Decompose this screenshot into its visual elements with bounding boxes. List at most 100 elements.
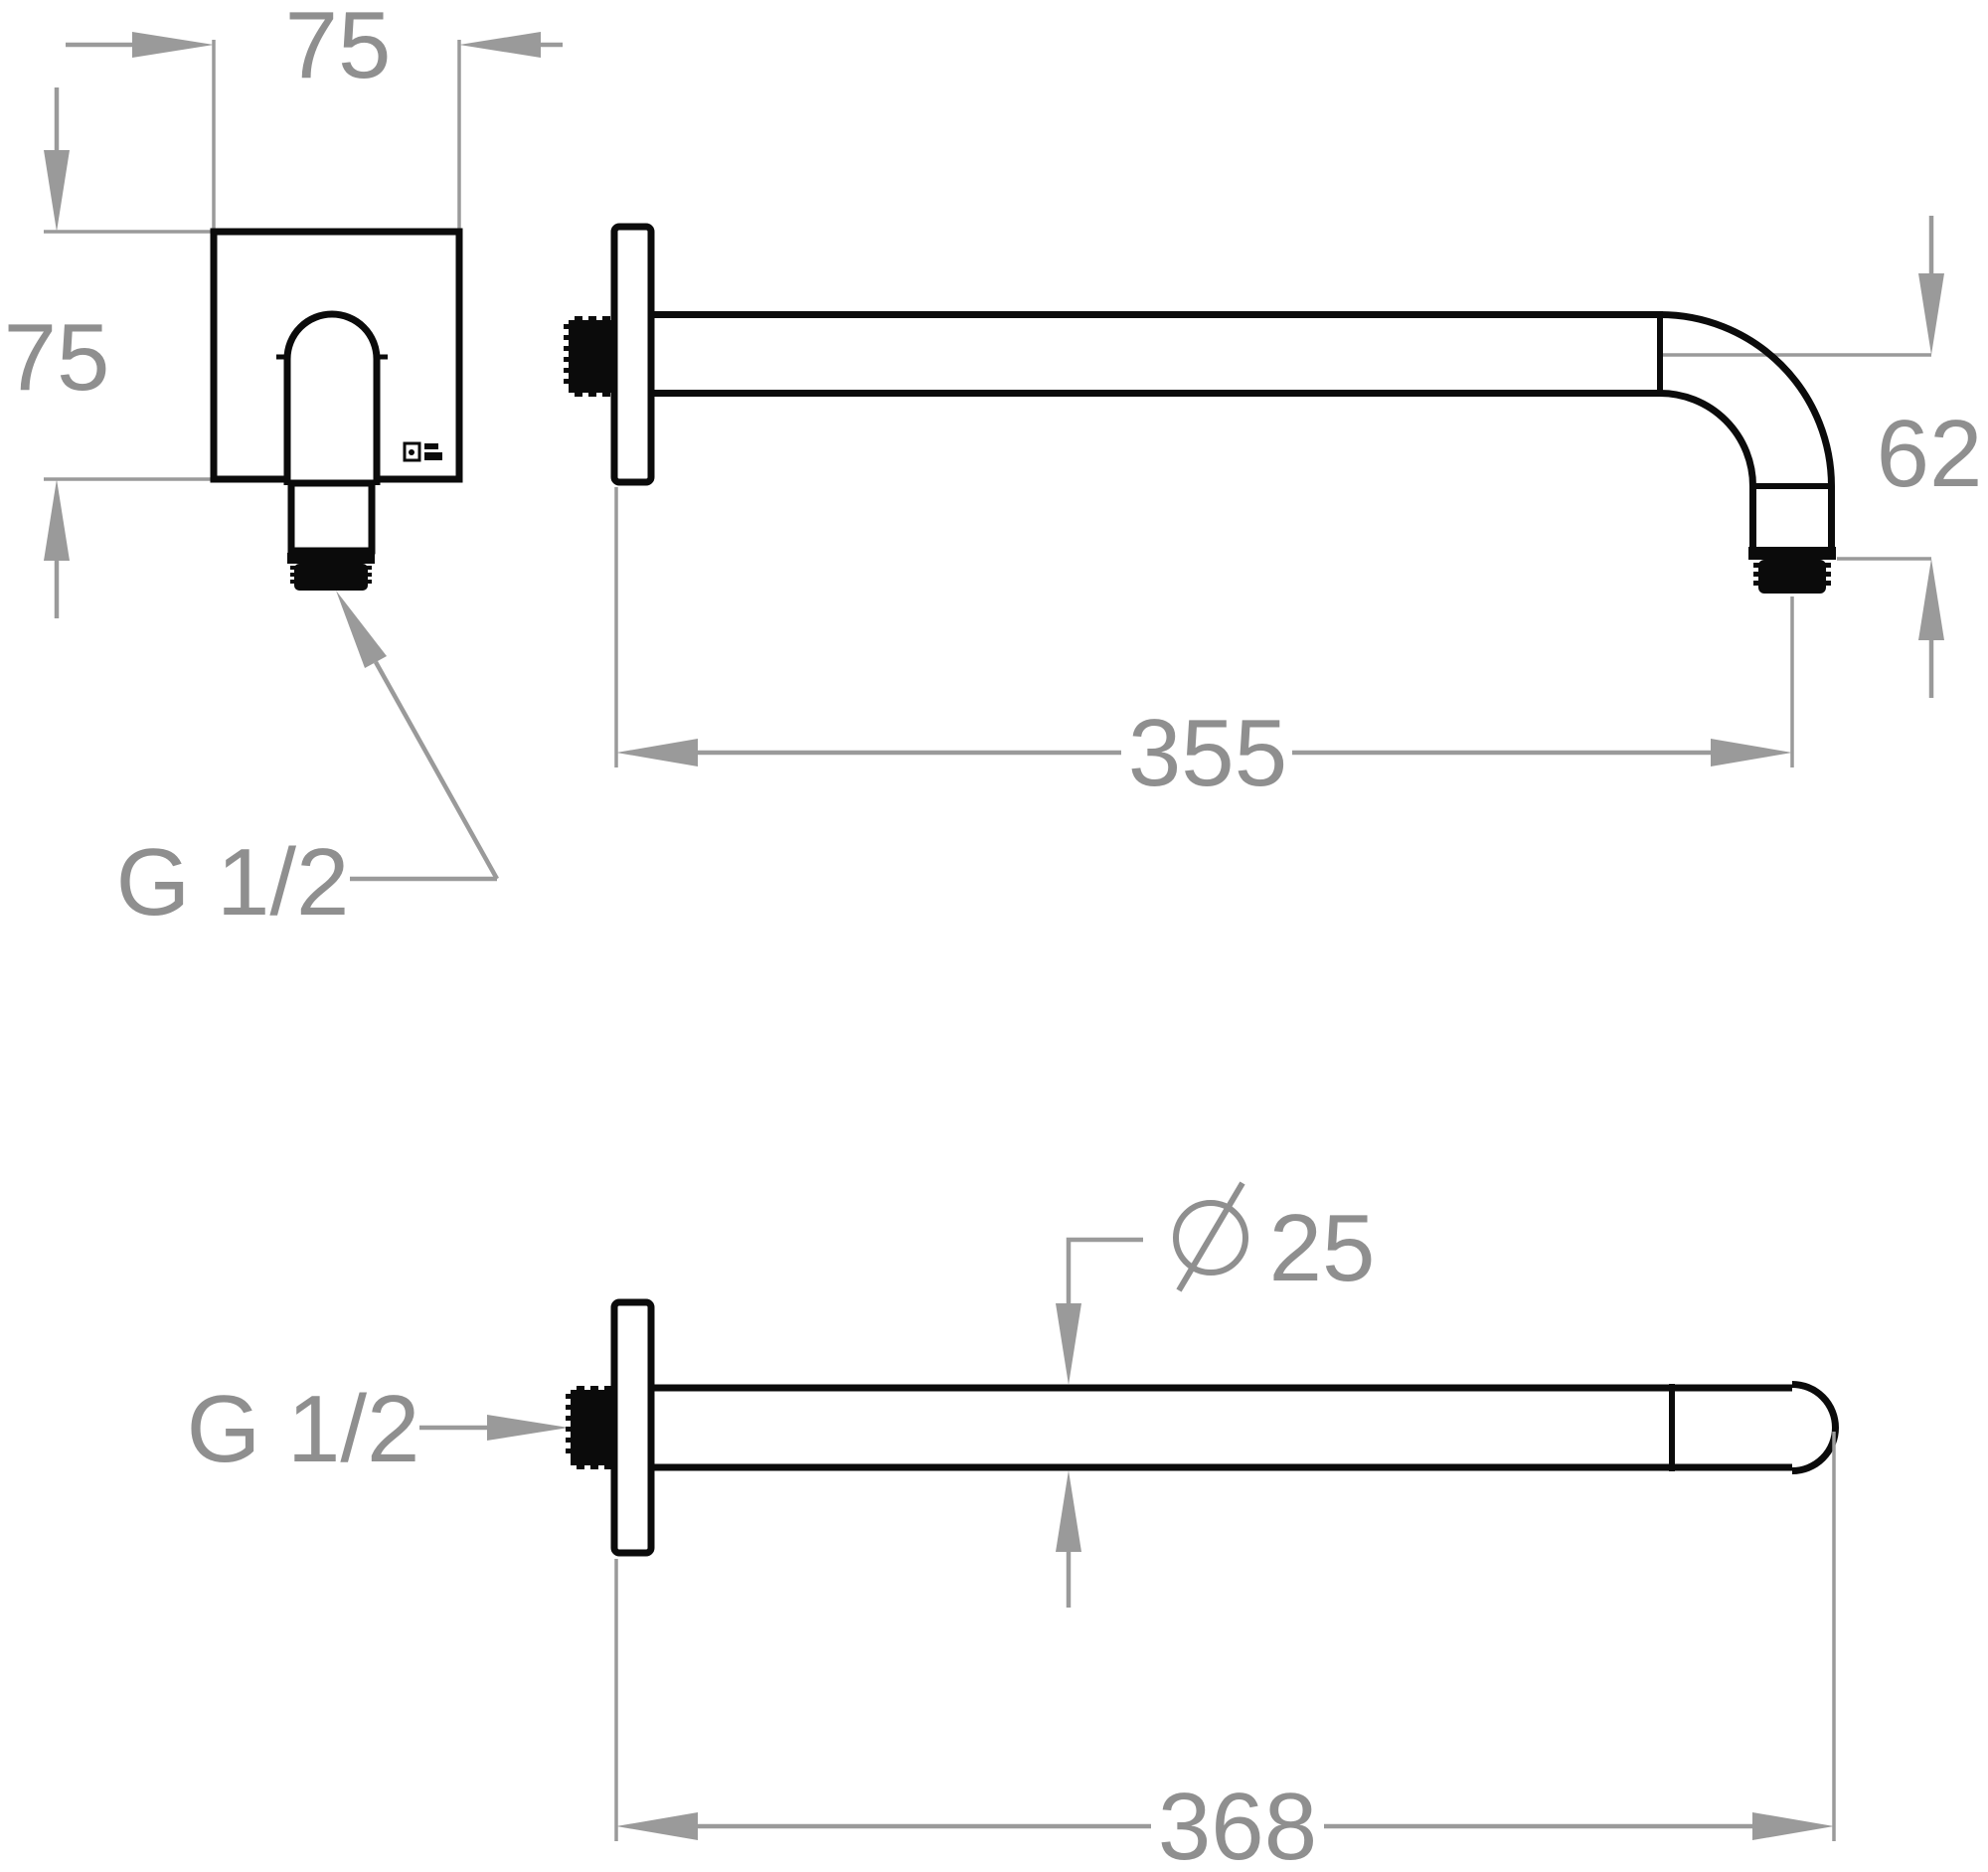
- inlet-thread: [571, 1390, 614, 1465]
- knurl-tooth: [602, 316, 610, 321]
- arrowhead-left-icon: [459, 32, 541, 58]
- arrowhead-down-icon: [1056, 1303, 1081, 1385]
- knurl-tooth: [604, 1386, 612, 1391]
- knurl-tooth: [564, 324, 570, 329]
- bend-outer-curve: [1659, 311, 1835, 487]
- knurl-tooth: [566, 1448, 572, 1453]
- holder-hook: [276, 310, 388, 591]
- knurl-tooth: [566, 1405, 572, 1410]
- arrowhead-left-icon: [616, 739, 698, 766]
- knurl-tooth: [290, 580, 295, 584]
- knurl-tooth: [1825, 581, 1831, 586]
- knurl-tooth: [588, 316, 596, 321]
- front-thread-callout: G 1/2: [116, 591, 499, 936]
- arrowhead-up-icon: [1056, 1470, 1081, 1552]
- arrowhead-down-icon: [44, 150, 70, 232]
- knurl-tooth: [575, 392, 582, 397]
- knurl-tooth: [575, 316, 582, 321]
- knurl-tooth: [566, 1438, 572, 1443]
- front-width-dimension: 75: [66, 0, 563, 230]
- dim-label-plan-length: 368: [1158, 1774, 1317, 1872]
- knurl-tooth: [564, 357, 570, 362]
- tube-rounded-end: [1791, 1381, 1839, 1474]
- knurl-tooth: [566, 1394, 572, 1399]
- dim-label-plate-width: 75: [285, 0, 392, 98]
- front-height-dimension: 75: [4, 87, 211, 618]
- leader-elbow-line: [1066, 1237, 1143, 1307]
- plan-inlet-thread: [566, 1386, 614, 1469]
- knurl-tooth: [590, 1464, 598, 1469]
- leader-arrowhead-icon: [336, 591, 387, 668]
- side-outlet-thread: [1748, 547, 1836, 594]
- thread-shoulder: [287, 553, 375, 564]
- logo-bar: [424, 443, 438, 449]
- hook-outline: [283, 310, 381, 485]
- plan-arm-tube: [651, 1381, 1839, 1474]
- knurl-tooth: [564, 335, 570, 340]
- inlet-thread: [569, 320, 612, 393]
- side-drop-dimension: 62: [1661, 216, 1982, 698]
- knurl-tooth: [577, 1386, 584, 1391]
- side-arm-bend: [1659, 311, 1835, 550]
- outlet-thread: [1758, 560, 1826, 594]
- plan-length-dimension: 368: [614, 1432, 1836, 1872]
- arrowhead-left-icon: [616, 1812, 698, 1840]
- leader-arrowhead-icon: [487, 1415, 569, 1441]
- plan-view: G 1/2: [187, 1181, 1839, 1872]
- knurl-tooth: [367, 573, 372, 577]
- knurl-tooth: [590, 1386, 598, 1391]
- knurl-tooth: [1825, 572, 1831, 577]
- arrowhead-right-icon: [1711, 739, 1792, 766]
- plan-diameter-dimension: 25: [1056, 1181, 1376, 1608]
- side-length-dimension: 355: [614, 487, 1794, 806]
- dim-label-diameter: 25: [1269, 1195, 1376, 1301]
- arrowhead-right-icon: [132, 32, 214, 58]
- knurl-tooth: [290, 573, 295, 577]
- brand-logo-icon: [403, 441, 442, 462]
- arrowhead-up-icon: [1918, 559, 1944, 640]
- wall-flange-side: [610, 223, 655, 486]
- bend-inner-curve: [1659, 390, 1756, 487]
- knurl-tooth: [564, 368, 570, 373]
- knurl-tooth: [577, 1464, 584, 1469]
- knurl-tooth: [1753, 572, 1759, 577]
- knurl-tooth: [1753, 563, 1759, 568]
- knurl-tooth: [566, 1427, 572, 1432]
- diameter-slash: [1176, 1181, 1245, 1292]
- dim-label-plan-thread: G 1/2: [187, 1376, 420, 1482]
- arrowhead-right-icon: [1752, 1812, 1834, 1840]
- arrowhead-up-icon: [44, 479, 70, 561]
- side-inlet-thread: [564, 316, 612, 397]
- plan-thread-callout: G 1/2: [187, 1376, 569, 1482]
- dim-label-plate-height: 75: [4, 304, 110, 411]
- knurl-tooth: [564, 346, 570, 351]
- outlet-thread: [294, 564, 368, 591]
- front-view: 75 75: [4, 0, 563, 936]
- wall-flange-plan: [610, 1298, 655, 1557]
- dim-label-drop: 62: [1877, 401, 1983, 507]
- knurl-tooth: [604, 1464, 612, 1469]
- side-view: 62 355: [564, 216, 1982, 806]
- logo-bar: [424, 452, 442, 460]
- diameter-symbol-icon: [1173, 1181, 1248, 1292]
- knurl-tooth: [367, 566, 372, 570]
- knurl-tooth: [290, 566, 295, 570]
- knurl-tooth: [1753, 581, 1759, 586]
- knurl-tooth: [1825, 563, 1831, 568]
- outlet-body: [287, 479, 376, 555]
- arrowhead-down-icon: [1918, 273, 1944, 355]
- knurl-tooth: [367, 580, 372, 584]
- dim-label-front-thread: G 1/2: [116, 829, 350, 936]
- side-arm-tube: [651, 311, 1663, 397]
- leader-line: [374, 660, 499, 881]
- knurl-tooth: [588, 392, 596, 397]
- dim-label-length: 355: [1128, 700, 1287, 806]
- logo-box: [403, 441, 421, 462]
- thread-shoulder: [1748, 547, 1836, 560]
- diameter-circle: [1173, 1200, 1248, 1276]
- knurl-tooth: [566, 1416, 572, 1421]
- knurl-tooth: [602, 392, 610, 397]
- logo-dot: [409, 449, 414, 455]
